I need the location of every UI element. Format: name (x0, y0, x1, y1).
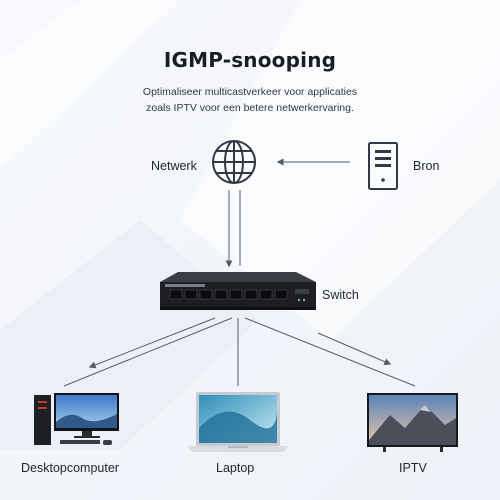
laptop-label: Laptop (216, 461, 255, 475)
desktop-label: Desktopcomputer (21, 461, 119, 475)
switch-label: Switch (322, 288, 359, 302)
subtitle-line-1: Optimaliseer multicastverkeer voor appli… (142, 86, 358, 98)
network-label: Netwerk (151, 159, 197, 173)
arrow-switch-to-desktop (88, 317, 216, 369)
arrow-switch-to-iptv (317, 332, 392, 366)
laptop (188, 392, 288, 452)
globe-icon (212, 140, 256, 184)
desktop-computer (34, 393, 119, 445)
flow-arrows (63, 158, 416, 387)
page-subtitle: Optimaliseer multicastverkeer voor appli… (100, 84, 400, 116)
server-icon (368, 142, 398, 190)
page-title: IGMP-snooping (163, 48, 337, 72)
tv (367, 393, 458, 452)
source-label: Bron (413, 159, 440, 173)
iptv-label: IPTV (399, 461, 427, 475)
network-switch (160, 272, 316, 310)
subtitle-line-2: zoals IPTV voor een betere netwerkervari… (146, 102, 354, 114)
line-switch-to-desktop-secondary (63, 317, 233, 387)
line-switch-to-iptv-secondary (244, 317, 416, 387)
